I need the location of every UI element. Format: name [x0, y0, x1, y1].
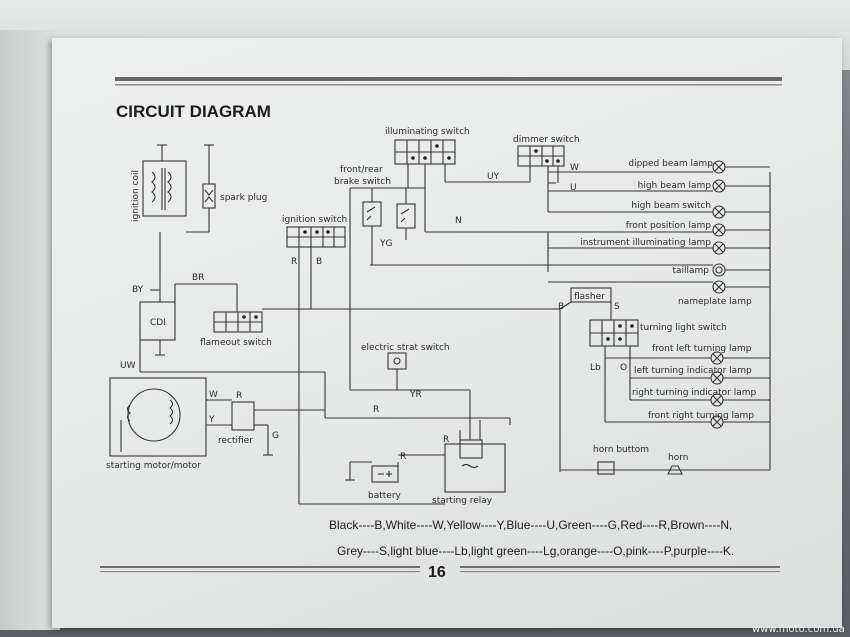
dimmer-switch: dimmer switch: [513, 135, 580, 167]
svg-text:dimmer switch: dimmer switch: [513, 135, 580, 145]
svg-text:front left turning lamp: front left turning lamp: [652, 344, 752, 354]
svg-text:rectifier: rectifier: [218, 436, 253, 446]
starting-motor: starting motor/motor W Y: [106, 371, 325, 471]
svg-text:horn buttom: horn buttom: [593, 445, 649, 455]
lamp-right-indicator: right turning indicator lamp: [632, 388, 757, 407]
svg-text:R: R: [291, 257, 297, 267]
svg-text:illuminating switch: illuminating switch: [385, 127, 470, 137]
lamp-left-indicator: left turning indicator lamp: [634, 366, 752, 385]
footer-rule-left-thin: [100, 571, 420, 573]
lamp-nameplate: nameplate lamp: [678, 280, 752, 307]
flameout-switch: flameout switch: [200, 308, 560, 348]
illum-wiring: UY N: [349, 164, 531, 390]
lamp-group: dipped beam lamp high beam lamp high bea…: [580, 159, 757, 429]
lamp-instrument: instrument illuminating lamp: [580, 238, 726, 255]
svg-text:W: W: [209, 390, 218, 400]
svg-text:spark plug: spark plug: [220, 193, 267, 203]
footer-rule-right-thin: [460, 571, 780, 573]
brake-switch: front/rear brake switch YG: [334, 165, 425, 265]
color-legend-line1: Black----B,White----W,Yellow----Y,Blue--…: [329, 518, 732, 532]
svg-text:front/rear: front/rear: [340, 165, 383, 175]
svg-text:W: W: [570, 163, 579, 173]
lamp-wiring: W U: [370, 163, 771, 470]
svg-text:electric strat switch: electric strat switch: [361, 343, 450, 353]
svg-text:R: R: [443, 435, 449, 445]
page-title: CIRCUIT DIAGRAM: [116, 102, 271, 121]
svg-text:ignition coil: ignition coil: [131, 170, 141, 222]
svg-text:instrument illuminating lamp: instrument illuminating lamp: [580, 238, 711, 248]
starting-relay: starting relay R: [432, 420, 506, 506]
manual-page: [52, 38, 842, 628]
lamp-taillamp: taillamp: [672, 263, 726, 277]
main-power-wiring: R: [299, 372, 511, 505]
svg-text:starting motor/motor: starting motor/motor: [106, 461, 201, 471]
svg-text:high beam switch: high beam switch: [631, 201, 711, 211]
svg-text:B: B: [558, 302, 564, 312]
svg-text:flasher: flasher: [574, 292, 605, 302]
lamp-dipped-beam: dipped beam lamp: [628, 159, 726, 174]
footer-rule-left: [100, 566, 420, 568]
svg-text:high beam lamp: high beam lamp: [638, 181, 712, 191]
lamp-high-beam-switch: high beam switch: [631, 201, 726, 219]
flasher: flasher B S: [558, 287, 620, 472]
cdi-unit: CDI BY BR UW: [120, 232, 238, 372]
svg-text:S: S: [614, 302, 620, 312]
page-number: 16: [428, 564, 446, 581]
svg-text:Y: Y: [208, 415, 215, 425]
svg-text:B: B: [316, 257, 322, 267]
header-rule: [115, 77, 782, 81]
svg-text:G: G: [272, 431, 279, 441]
left-page-edge: [0, 30, 60, 630]
svg-text:ignition switch: ignition switch: [282, 215, 347, 225]
rectifier: rectifier R G: [218, 391, 325, 456]
ignition-coil: ignition coil: [131, 144, 187, 222]
svg-text:front right turning lamp: front right turning lamp: [648, 411, 754, 421]
electric-start-switch: electric strat switch YR: [350, 343, 471, 440]
illuminating-switch: illuminating switch: [385, 127, 470, 165]
svg-text:UW: UW: [120, 361, 136, 371]
svg-text:starting relay: starting relay: [432, 496, 493, 506]
lamp-front-left-turning: front left turning lamp: [652, 344, 752, 365]
svg-text:R: R: [373, 405, 379, 415]
svg-text:UY: UY: [487, 172, 500, 182]
svg-text:flameout switch: flameout switch: [200, 338, 272, 348]
lamp-high-beam: high beam lamp: [638, 179, 726, 193]
svg-text:dipped beam lamp: dipped beam lamp: [628, 159, 713, 169]
lamp-front-position: front position lamp: [626, 221, 726, 237]
svg-text:Lb: Lb: [590, 363, 601, 373]
turning-light-switch: turning light switch Lb O: [589, 319, 727, 423]
svg-text:R: R: [400, 452, 406, 462]
svg-text:front position lamp: front position lamp: [626, 221, 712, 231]
svg-text:R: R: [236, 391, 242, 401]
svg-text:battery: battery: [368, 491, 402, 501]
svg-text:O: O: [620, 363, 627, 373]
color-legend-line2: Grey----S,light blue----Lb,light green--…: [337, 544, 734, 558]
svg-text:horn: horn: [668, 453, 688, 463]
svg-text:BY: BY: [132, 285, 144, 295]
svg-text:right turning indicator lamp: right turning indicator lamp: [632, 388, 757, 398]
ignition-switch: ignition switch R B: [282, 215, 347, 504]
svg-text:nameplate lamp: nameplate lamp: [678, 297, 752, 307]
svg-text:left turning indicator lamp: left turning indicator lamp: [634, 366, 752, 376]
svg-text:YG: YG: [379, 239, 392, 249]
svg-text:U: U: [570, 183, 577, 193]
footer-rule-right: [460, 566, 780, 568]
lamp-front-right-turning: front right turning lamp: [648, 411, 754, 429]
svg-text:CDI: CDI: [150, 318, 166, 328]
header-rule-thin: [115, 84, 782, 86]
svg-text:brake switch: brake switch: [334, 177, 391, 187]
battery: battery R: [345, 452, 445, 501]
svg-text:YR: YR: [409, 390, 422, 400]
svg-text:BR: BR: [192, 273, 204, 283]
spark-plug: spark plug: [186, 144, 267, 233]
watermark: www.moto.com.ua: [752, 624, 845, 635]
svg-text:turning light switch: turning light switch: [640, 323, 727, 333]
svg-text:taillamp: taillamp: [672, 266, 709, 276]
svg-text:N: N: [455, 216, 462, 226]
horn-assembly: horn buttom horn: [560, 445, 770, 475]
